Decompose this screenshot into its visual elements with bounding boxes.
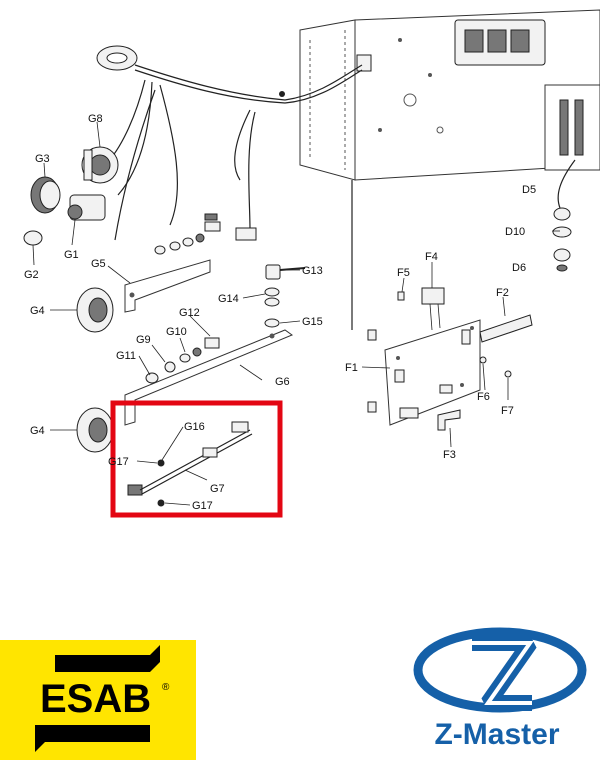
label-g4-lower: G4 <box>30 425 45 437</box>
label-f6: F6 <box>477 391 490 403</box>
parts-diagram: G8 G3 G1 G2 G5 G4 G12 G14 G13 G15 G9 G10… <box>23 9 600 518</box>
highlight-box <box>110 400 283 518</box>
bracket-g5 <box>124 259 211 313</box>
esab-logo: ESAB ® <box>0 640 196 760</box>
label-g17-upper: G17 <box>108 456 129 468</box>
cable-g7 <box>127 421 253 507</box>
bracket-g6 <box>124 329 294 426</box>
label-f1: F1 <box>345 362 358 374</box>
label-g11: G11 <box>116 350 136 362</box>
label-g15: G15 <box>302 316 323 328</box>
part-labels: G8 G3 G1 G2 G5 G4 G12 G14 G13 G15 G9 G10… <box>24 113 536 512</box>
label-g6: G6 <box>275 376 290 388</box>
wire-harness <box>96 45 363 241</box>
connector-g8 <box>81 146 119 184</box>
label-g17-lower: G17 <box>192 500 213 512</box>
leader-lines <box>32 121 560 506</box>
label-f4: F4 <box>425 251 438 263</box>
label-f7: F7 <box>501 405 514 417</box>
label-g8: G8 <box>88 113 103 125</box>
label-g5: G5 <box>91 258 106 270</box>
capacitor-f4 <box>421 287 445 331</box>
label-g14: G14 <box>218 293 239 305</box>
potentiometer-g1 <box>67 194 106 221</box>
label-g16: G16 <box>184 421 205 433</box>
label-g10: G10 <box>166 326 187 338</box>
cable-f2 <box>479 314 533 343</box>
housing-panel <box>299 9 600 330</box>
label-g7: G7 <box>210 483 225 495</box>
label-d10: D10 <box>505 226 525 238</box>
board-f1 <box>384 319 481 426</box>
label-g1: G1 <box>64 249 79 261</box>
label-g4-upper: G4 <box>30 305 45 317</box>
zmaster-logo-text: Z-Master <box>434 718 560 751</box>
hardware-stack-upper <box>154 213 221 255</box>
cable-f3 <box>437 409 461 431</box>
label-g3: G3 <box>35 153 50 165</box>
hardware-g13-g14-g15 <box>264 264 306 328</box>
label-d6: D6 <box>512 262 526 274</box>
fan-g4-lower <box>76 407 114 453</box>
esab-registered-mark: ® <box>162 682 170 693</box>
label-g9: G9 <box>136 334 151 346</box>
fan-g4-upper <box>76 287 114 333</box>
label-g2: G2 <box>24 269 39 281</box>
label-g12: G12 <box>179 307 200 319</box>
hardware-stack-lower <box>145 337 220 384</box>
label-f5: F5 <box>397 267 410 279</box>
cap-g2 <box>23 230 43 246</box>
label-f3: F3 <box>443 449 456 461</box>
label-g13: G13 <box>302 265 323 277</box>
knob-g3 <box>30 176 61 214</box>
label-d5: D5 <box>522 184 536 196</box>
zmaster-logo <box>400 615 600 760</box>
components-d <box>552 159 576 272</box>
esab-logo-text: ESAB <box>40 677 151 721</box>
label-f2: F2 <box>496 287 509 299</box>
standoffs-f <box>367 291 512 413</box>
